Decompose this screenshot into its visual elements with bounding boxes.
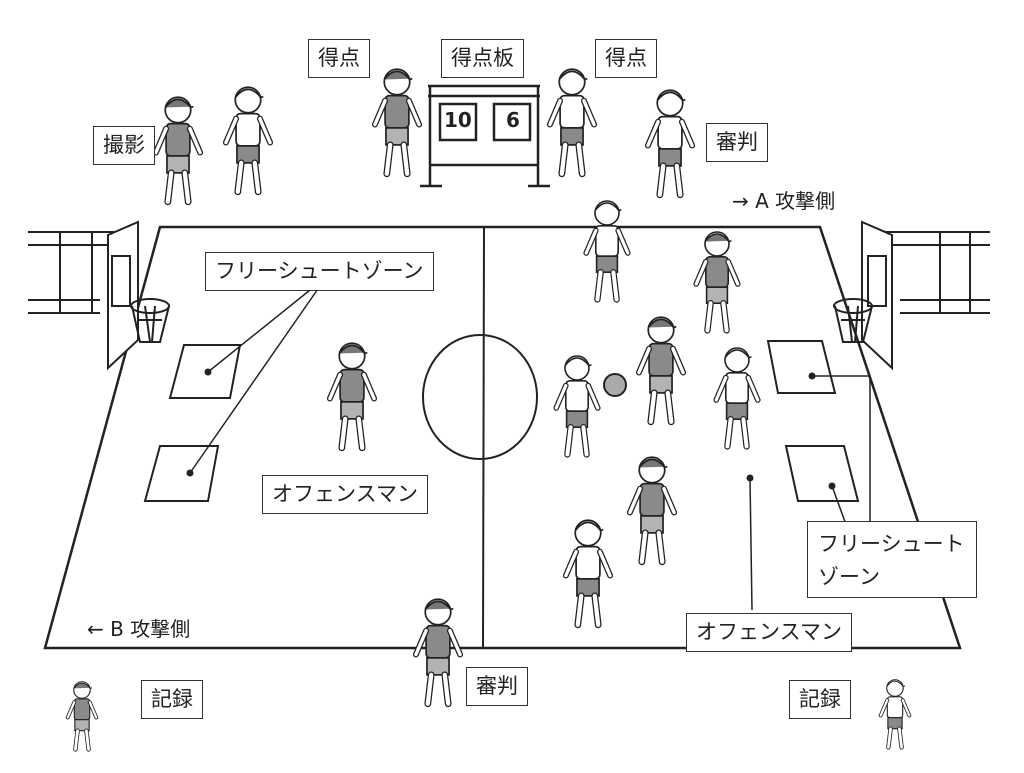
b-side-text: B 攻撃側 [110,617,191,641]
label-offense-left: オフェンスマン [262,475,428,514]
a-side-text: A 攻撃側 [755,189,836,213]
left-goal [28,220,170,371]
center-circle [422,334,538,460]
label-referee-top: 審判 [706,123,768,162]
label-free-zone-left: フリーシュートゾーン [205,252,434,291]
center-line [482,226,485,649]
left-arrow-icon: ← [87,617,104,641]
right-goal [833,220,990,371]
b-side-label: ← B 攻撃側 [87,619,190,639]
label-scoreboard: 得点板 [441,39,524,78]
free-zone-right-1 [766,340,837,394]
free-zone-right-2 [784,445,860,502]
leader-lines [189,285,871,611]
label-referee-bottom: 審判 [466,667,528,706]
label-score-left: 得点 [308,39,370,78]
scoreboard-digit-right: 6 [506,108,520,132]
a-side-label: → A 攻撃側 [732,191,835,211]
ball-icon [603,373,627,397]
label-record-right: 記録 [789,680,851,719]
label-offense-right: オフェンスマン [686,613,852,652]
right-arrow-icon: → [732,189,749,213]
label-free-zone-right: フリーシュート ゾーン [807,521,977,598]
scoreboard-digit-left: 10 [444,108,472,132]
scoreboard-stand [420,84,550,188]
label-photo: 撮影 [93,126,155,165]
label-record-left: 記録 [141,680,203,719]
label-score-right: 得点 [595,39,657,78]
